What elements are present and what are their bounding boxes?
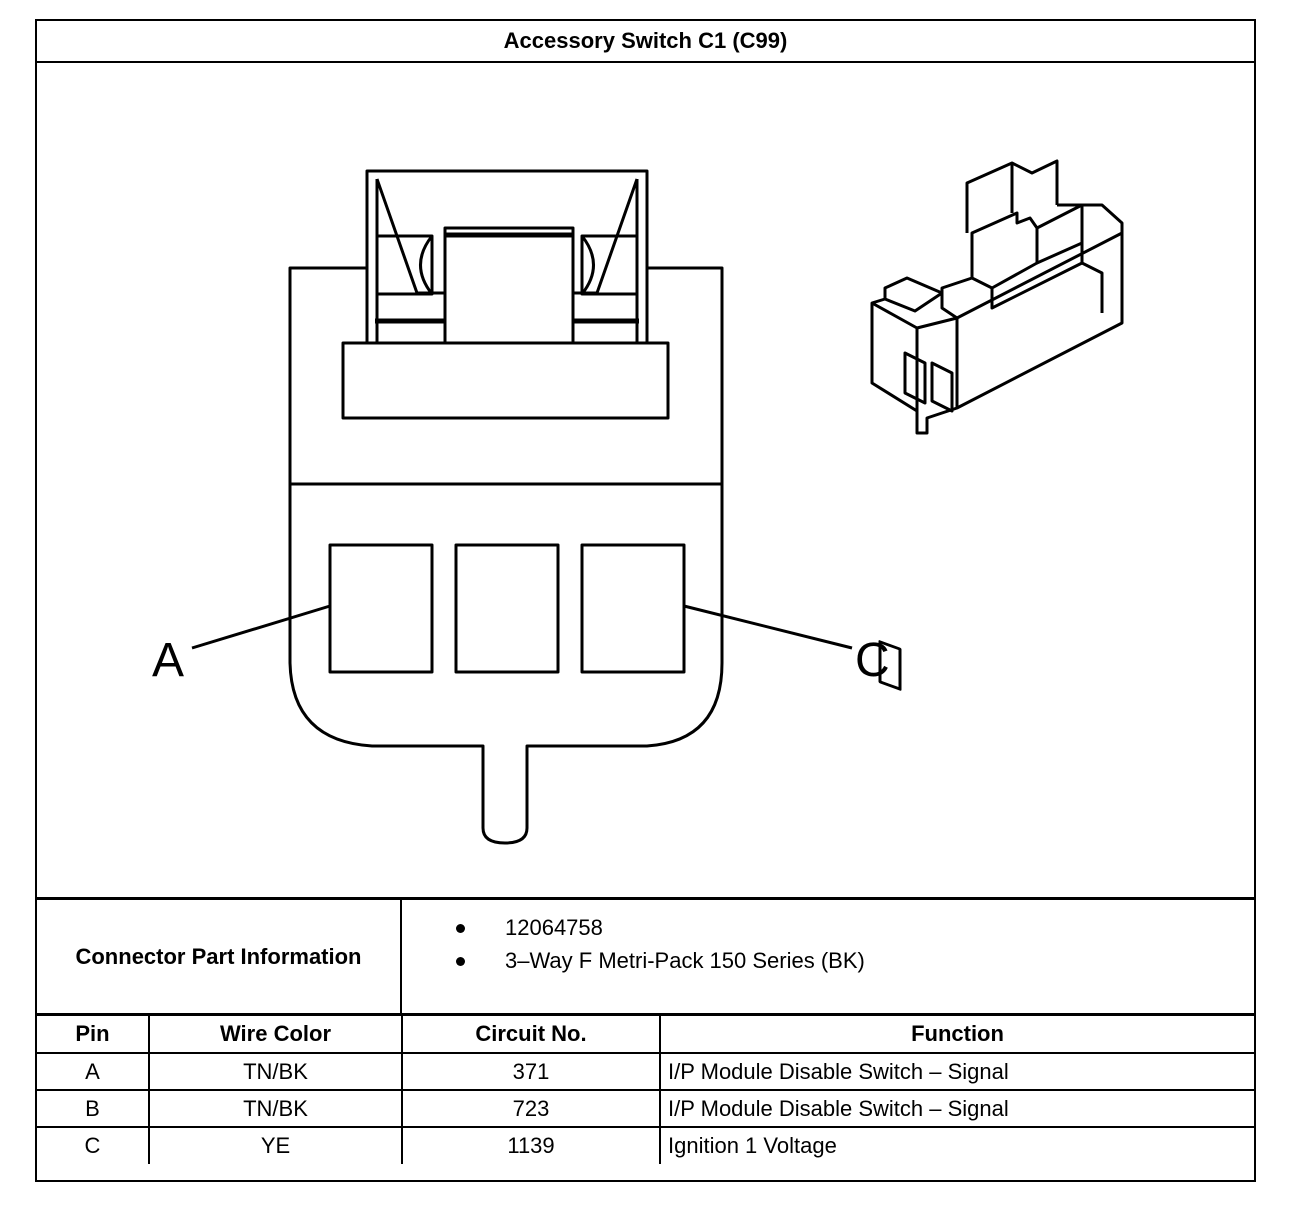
wire-color-cell: TN/BK <box>148 1052 403 1091</box>
cavity-b <box>454 543 560 674</box>
latch-arc-left <box>419 235 434 295</box>
column-header-function: Function <box>659 1016 1254 1054</box>
lock-tab <box>341 341 670 420</box>
connector-sheet: Accessory Switch C1 (C99) <box>35 19 1256 1182</box>
column-header-circuit-no: Circuit No. <box>401 1016 661 1054</box>
wire-color-cell: YE <box>148 1126 403 1164</box>
pin-label-a: A <box>152 634 184 687</box>
connector-part-info-label: Connector Part Information <box>37 900 402 1013</box>
column-header-wire-color: Wire Color <box>148 1016 403 1054</box>
function-cell: I/P Module Disable Switch – Signal <box>659 1089 1254 1128</box>
latch-window-right <box>580 234 639 296</box>
table-row: B TN/BK 723 I/P Module Disable Switch – … <box>37 1089 1254 1128</box>
leader-line-c <box>683 604 853 650</box>
connector-iso-view <box>870 159 1124 691</box>
circuit-no-cell: 1139 <box>401 1126 661 1164</box>
latch-bar <box>443 226 575 343</box>
table-row: C YE 1139 Ignition 1 Voltage <box>37 1126 1254 1164</box>
cavity-c <box>580 543 686 674</box>
latch-inner-left <box>375 178 445 343</box>
pin-cell: B <box>37 1089 150 1128</box>
pin-cell: A <box>37 1052 150 1091</box>
table-header-row: Pin Wire Color Circuit No. Function <box>37 1016 1254 1054</box>
page-title: Accessory Switch C1 (C99) <box>37 21 1254 63</box>
connector-face-view: A C <box>152 159 1124 845</box>
circuit-no-cell: 723 <box>401 1089 661 1128</box>
latch-arc-right <box>580 235 595 295</box>
table-row: A TN/BK 371 I/P Module Disable Switch – … <box>37 1052 1254 1091</box>
function-cell: Ignition 1 Voltage <box>659 1126 1254 1164</box>
function-cell: I/P Module Disable Switch – Signal <box>659 1052 1254 1091</box>
part-number: 12064758 <box>505 915 603 940</box>
connector-drawing: A C <box>37 63 1254 897</box>
column-header-pin: Pin <box>37 1016 150 1054</box>
pin-label-c: C <box>855 634 890 687</box>
pin-table: Pin Wire Color Circuit No. Function A TN… <box>37 1016 1254 1164</box>
connector-description: 3–Way F Metri-Pack 150 Series (BK) <box>505 948 865 973</box>
connector-part-info-list: 12064758 3–Way F Metri-Pack 150 Series (… <box>402 900 1252 1013</box>
connector-body-outline <box>288 169 724 845</box>
bullet-icon <box>456 957 465 966</box>
bullet-icon <box>456 924 465 933</box>
cavity-a <box>328 543 434 674</box>
circuit-no-cell: 371 <box>401 1052 661 1091</box>
connector-part-information: Connector Part Information 12064758 3–Wa… <box>37 897 1254 1016</box>
latch-frame <box>365 171 649 343</box>
pin-cell: C <box>37 1126 150 1164</box>
wire-color-cell: TN/BK <box>148 1089 403 1128</box>
leader-line-a <box>191 604 331 650</box>
latch-window-left <box>375 234 434 296</box>
